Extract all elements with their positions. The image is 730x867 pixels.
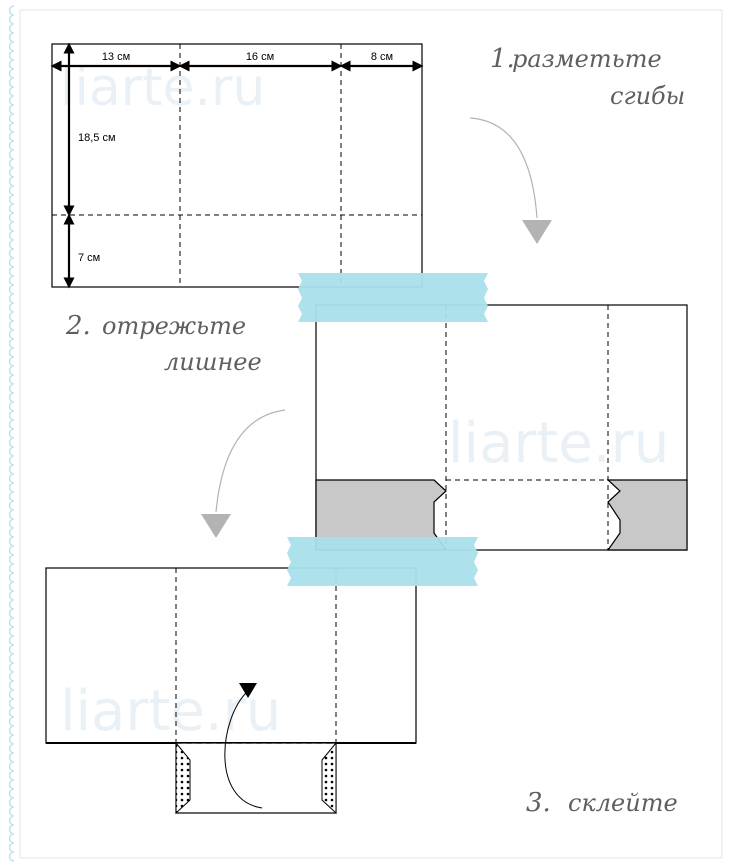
step2-line2: лишнее xyxy=(164,348,262,376)
dimension-width-8: 8 см xyxy=(371,51,393,63)
step3-sheet: liarte.ru xyxy=(45,567,417,815)
watermark-2: liarte.ru xyxy=(448,411,669,476)
step2-caption: 2. отрежьте лишнее xyxy=(65,311,262,376)
step3-line1: склейте xyxy=(568,789,678,817)
glue-tab-left xyxy=(175,741,191,815)
step1-caption: 1. разметьте сгибы xyxy=(490,44,685,110)
washi-tape-2 xyxy=(287,537,478,586)
glue-tab-right xyxy=(321,741,337,815)
dimension-width-13: 13 см xyxy=(102,51,130,63)
scalloped-border xyxy=(8,5,15,862)
fold-up-arrow xyxy=(224,691,263,809)
scallop-path xyxy=(8,5,15,862)
step1-line1: разметьте xyxy=(512,45,662,73)
step2-sheet: liarte.ru xyxy=(315,304,688,551)
curved-arrow-2 xyxy=(201,409,286,538)
cut-region-right xyxy=(606,479,688,551)
dimension-width-16: 16 см xyxy=(246,51,274,63)
washi-tape-1 xyxy=(298,273,488,322)
step1-number: 1. xyxy=(490,44,515,74)
step1-sheet: liarte.ru 13 см 16 см 8 см 18,5 см 7 см xyxy=(50,42,424,289)
step2-line1: отрежьте xyxy=(102,312,246,340)
step3-number: 3. xyxy=(526,788,551,818)
step2-number: 2. xyxy=(65,311,91,341)
step1-line2: сгибы xyxy=(610,82,685,110)
dimension-height-7: 7 см xyxy=(78,252,100,264)
curved-arrow-1 xyxy=(469,117,552,244)
dimension-height-18-5: 18,5 см xyxy=(78,132,116,144)
step3-caption: 3. склейте xyxy=(526,788,678,818)
